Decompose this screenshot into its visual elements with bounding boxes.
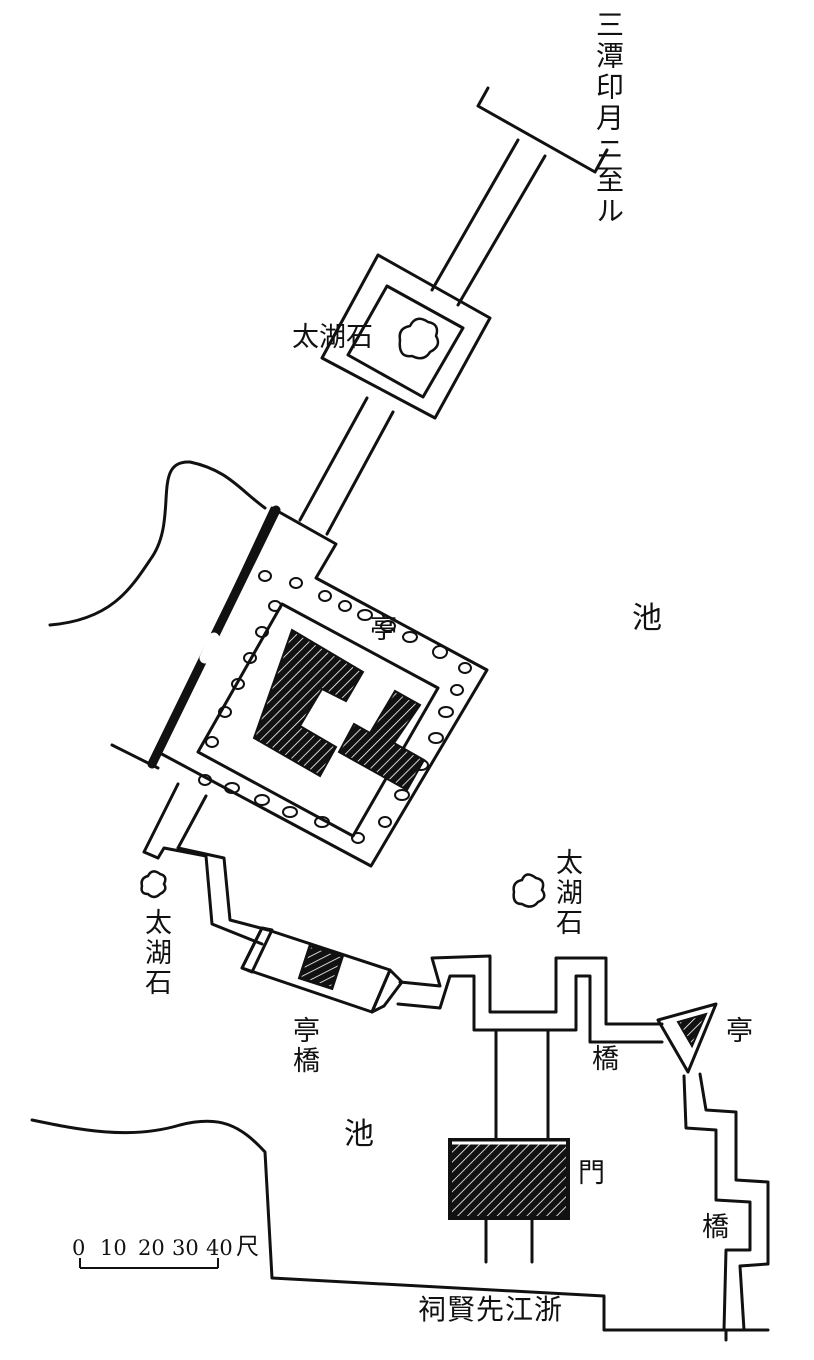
label-to-three-pools: 三潭印月ニ至ル [592,10,625,227]
causeway-right-inner [682,1074,752,1332]
label-pond-upper: 池 [632,601,662,636]
rock-court-inner [346,284,465,399]
pavilion-bridge-end-right [370,968,404,1014]
label-pavilion-right: 亭 [726,1016,753,1047]
scale-unit: 尺 [236,1234,259,1260]
label-taihu-rock-left: 太湖石 [140,908,171,998]
label-pavilion-bridge: 亭橋 [288,1016,319,1076]
rockery-outline [198,570,472,844]
causeway-right-outer [698,1072,770,1332]
causeway-east-upper [398,954,664,1026]
shoreline-lower [30,1118,770,1332]
label-pavilion-main: 亭 [370,614,397,645]
label-bridge-middle: 橋 [592,1044,619,1075]
causeway-upper-left-edge [430,138,520,292]
causeway-east-lower [396,974,664,1044]
label-pond-lower: 池 [344,1117,374,1152]
causeway-lower-right-edge [176,794,208,850]
label-taihu-rock-mid: 太湖石 [551,848,582,938]
scale-bar [79,1258,219,1269]
scale-tick-20: 20 [138,1236,165,1260]
bridge-pavilion-roof [297,943,345,991]
scale-tick-40: 40 [206,1236,233,1260]
causeway-mid-right-edge [325,410,395,536]
pavilion-main-fill [252,628,426,792]
triangle-pavilion-roof [676,1012,708,1049]
scale-tick-30: 30 [172,1236,199,1260]
taihu-rock-top [398,317,440,360]
rock-court-outer [320,253,492,420]
causeway-zig-inner [176,846,270,932]
scale-tick-10: 10 [100,1236,127,1260]
shoreline-upper [48,460,267,627]
label-taihu-rock-top: 太湖石 [292,322,373,353]
triangle-pavilion [656,1002,718,1074]
taihu-rock-left-icon [140,870,167,899]
causeway-mid-left-edge [298,396,369,522]
label-gate: 門 [578,1158,605,1189]
scale-tick-0: 0 [72,1236,86,1260]
pavilion-bridge-end-left [240,926,274,974]
gate-building [448,1138,570,1220]
causeway-zig [156,846,264,946]
causeway-end-bracket [476,86,609,174]
label-bridge-right: 橋 [702,1212,729,1243]
causeway-upper-right-edge [456,154,547,307]
island-wall-gap [199,632,220,664]
causeway-lower-left-edge [142,782,180,860]
label-shrine: 浙江先賢祠 [418,1293,564,1326]
taihu-rock-mid-icon [512,873,546,908]
